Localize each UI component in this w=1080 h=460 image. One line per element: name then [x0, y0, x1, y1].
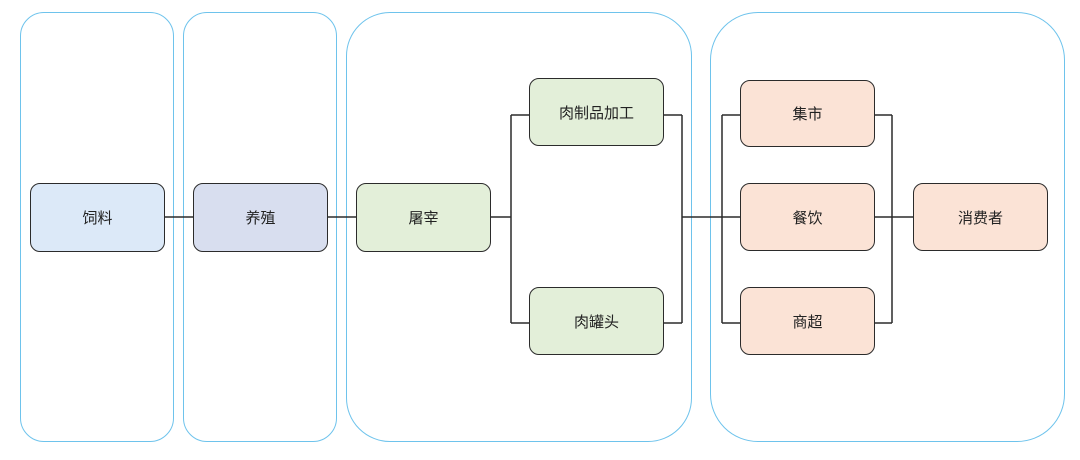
node-farming: 养殖 [193, 183, 328, 252]
node-meat-processing: 肉制品加工 [529, 78, 664, 146]
node-feed: 饲料 [30, 183, 165, 252]
node-canned-meat: 肉罐头 [529, 287, 664, 355]
node-slaughter: 屠宰 [356, 183, 491, 252]
node-supermarket: 商超 [740, 287, 875, 355]
node-catering: 餐饮 [740, 183, 875, 251]
node-market: 集市 [740, 80, 875, 147]
node-consumer: 消费者 [913, 183, 1048, 251]
